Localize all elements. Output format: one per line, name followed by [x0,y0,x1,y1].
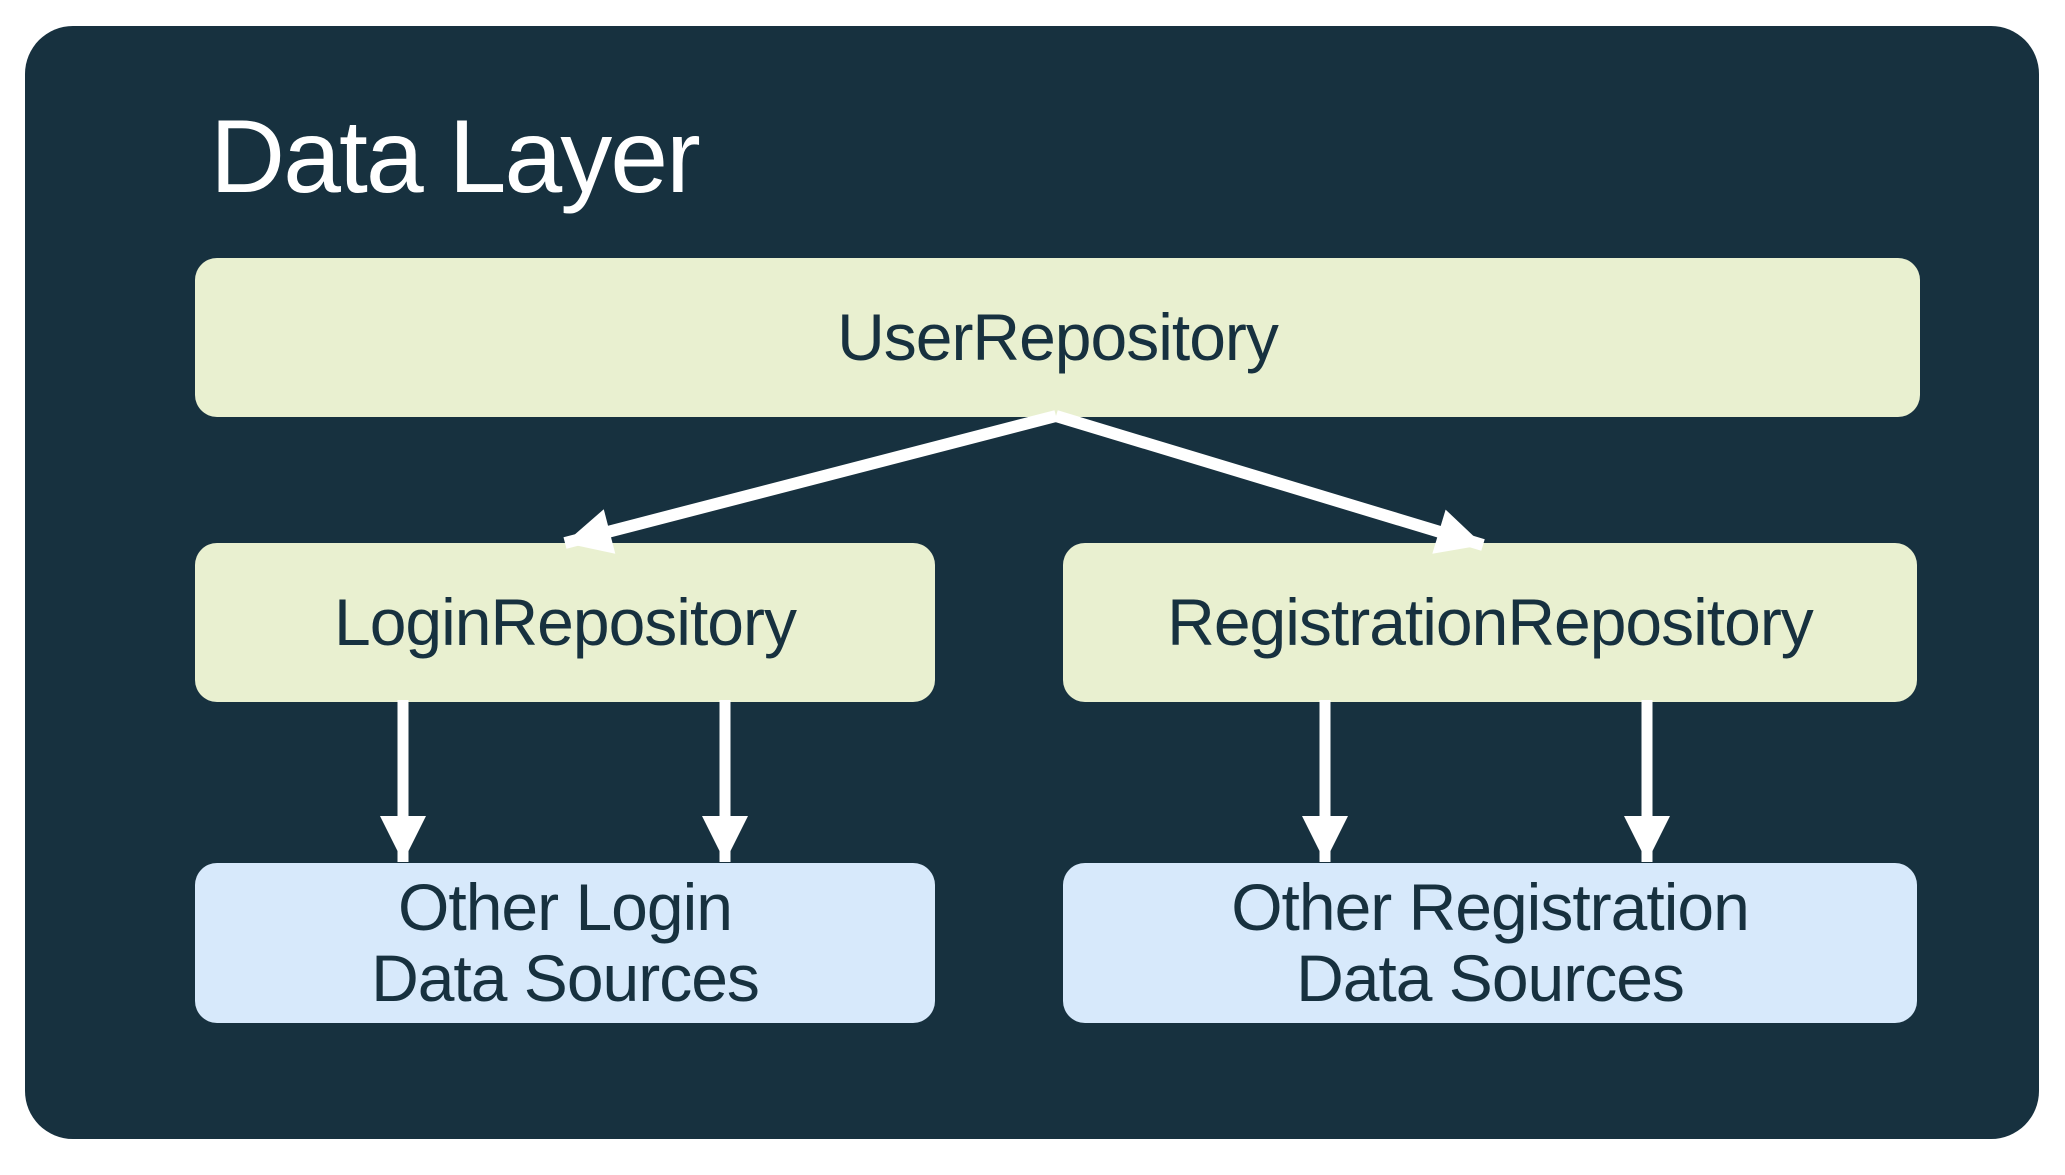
node-login-repository-label: LoginRepository [334,584,797,659]
node-other-registration-data-sources-line1: Other Registration [1231,869,1750,944]
node-other-login-data-sources: Other Login Data Sources [195,863,935,1023]
node-other-registration-data-sources: Other Registration Data Sources [1063,863,1917,1023]
node-other-registration-data-sources-line2: Data Sources [1296,941,1685,1015]
node-other-login-data-sources-line1: Other Login [398,869,733,944]
node-user-repository-label: UserRepository [837,299,1279,374]
node-other-login-data-sources-line2: Data Sources [371,941,760,1015]
node-registration-repository: RegistrationRepository [1063,543,1917,702]
node-registration-repository-label: RegistrationRepository [1167,584,1814,659]
data-layer-title: Data Layer [210,99,701,215]
node-login-repository: LoginRepository [195,543,935,702]
node-user-repository: UserRepository [195,258,1920,417]
